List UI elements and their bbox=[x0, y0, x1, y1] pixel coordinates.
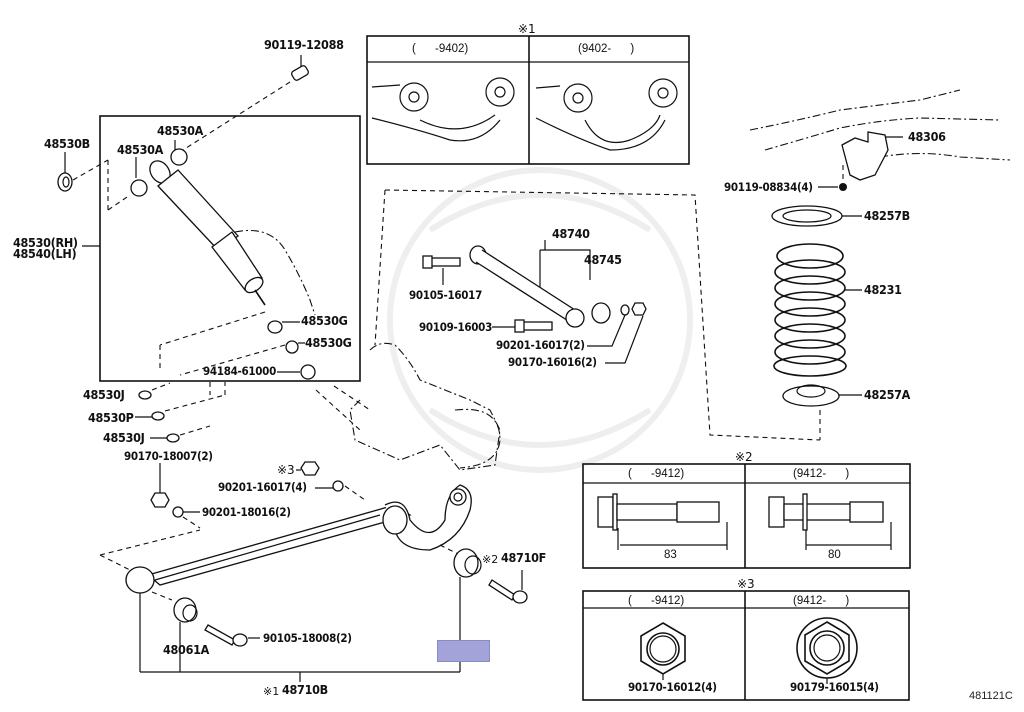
label-48231[interactable]: 48231 bbox=[864, 282, 902, 297]
bolt-early bbox=[597, 493, 728, 550]
shock-lower-washers bbox=[135, 382, 226, 529]
spring-coils bbox=[773, 243, 847, 377]
label-48745[interactable]: 48745 bbox=[584, 252, 622, 267]
bolt-late bbox=[768, 493, 892, 550]
table-ref3-marker: ※3 bbox=[737, 577, 755, 591]
label-48530a-2[interactable]: 48530A bbox=[157, 123, 204, 138]
arm-variant-late bbox=[535, 78, 678, 151]
shock-body bbox=[149, 160, 266, 306]
label-48530j-2[interactable]: 48530J bbox=[103, 430, 145, 445]
label-90119-12088[interactable]: 90119-12088 bbox=[264, 37, 344, 52]
label-48306[interactable]: 48306 bbox=[908, 129, 946, 144]
label-90170-18007[interactable]: 90170-18007(2) bbox=[124, 449, 213, 463]
label-48530g-2[interactable]: 48530G bbox=[305, 335, 352, 350]
label-ref2-marker: ※2 bbox=[482, 553, 499, 566]
table-ref2-dim-early: 83 bbox=[664, 549, 677, 561]
label-90179-16015[interactable]: 90179-16015(4) bbox=[790, 680, 879, 694]
label-90105-18008[interactable]: 90105-18008(2) bbox=[263, 631, 352, 645]
label-90170-16012[interactable]: 90170-16012(4) bbox=[628, 680, 717, 694]
nut-late bbox=[796, 617, 858, 684]
table-ref2-marker: ※2 bbox=[735, 450, 753, 464]
table-ref3-col-late: (9412- ) bbox=[793, 595, 850, 607]
label-90201-18016[interactable]: 90201-18016(2) bbox=[202, 505, 291, 519]
table-ref1-col-early: ( -9402) bbox=[412, 43, 469, 55]
table-ref1 bbox=[366, 35, 690, 165]
label-90119-08834[interactable]: 90119-08834(4) bbox=[724, 180, 813, 194]
label-48061a[interactable]: 48061A bbox=[163, 642, 210, 657]
label-90201-16017-4[interactable]: 90201-16017(4) bbox=[218, 480, 307, 494]
table-ref3 bbox=[582, 590, 910, 701]
label-48710f[interactable]: 48710F bbox=[501, 550, 547, 565]
lower-control-arm bbox=[99, 461, 528, 682]
diagram-code: 481121C bbox=[969, 690, 1013, 702]
arm-variant-early bbox=[371, 77, 515, 142]
nut-early bbox=[640, 622, 686, 680]
table-ref1-col-late: (9402- ) bbox=[578, 43, 635, 55]
label-48530j-1[interactable]: 48530J bbox=[83, 387, 125, 402]
label-48530b[interactable]: 48530B bbox=[44, 136, 90, 151]
label-90105-16017[interactable]: 90105-16017 bbox=[409, 288, 482, 302]
watermark bbox=[387, 167, 693, 473]
lateral-rod-48740 bbox=[422, 240, 647, 364]
label-48530p[interactable]: 48530P bbox=[88, 410, 134, 425]
table-ref2-dim-late: 80 bbox=[828, 549, 841, 561]
label-90201-16017-2[interactable]: 90201-16017(2) bbox=[496, 338, 585, 352]
coil-spring-group bbox=[749, 89, 1011, 440]
label-ref1-marker: ※1 bbox=[263, 685, 280, 698]
label-48740[interactable]: 48740 bbox=[552, 226, 590, 241]
label-48540-lh[interactable]: 48540(LH) bbox=[13, 246, 77, 261]
table-ref1-marker: ※1 bbox=[518, 22, 536, 36]
highlight-box[interactable] bbox=[437, 640, 490, 662]
label-48257a[interactable]: 48257A bbox=[864, 387, 911, 402]
label-90170-16016[interactable]: 90170-16016(2) bbox=[508, 355, 597, 369]
axle-housing bbox=[315, 189, 821, 471]
table-ref2 bbox=[582, 463, 911, 569]
label-48257b[interactable]: 48257B bbox=[864, 208, 910, 223]
bolt-90119-12088 bbox=[291, 65, 309, 81]
table-ref2-col-late: (9412- ) bbox=[793, 468, 850, 480]
label-48530a-1[interactable]: 48530A bbox=[117, 142, 164, 157]
label-48710b[interactable]: 48710B bbox=[282, 682, 328, 697]
label-48530g-1[interactable]: 48530G bbox=[301, 313, 348, 328]
table-ref3-col-early: ( -9412) bbox=[628, 595, 685, 607]
label-48530-rh[interactable]: 48530(RH) bbox=[13, 235, 78, 250]
table-ref2-col-early: ( -9412) bbox=[628, 468, 685, 480]
label-94184-61000[interactable]: 94184-61000 bbox=[203, 364, 276, 378]
label-90109-16003[interactable]: 90109-16003 bbox=[419, 320, 492, 334]
shock-absorber-group bbox=[57, 55, 361, 382]
label-ref3-marker: ※3 bbox=[277, 463, 295, 477]
